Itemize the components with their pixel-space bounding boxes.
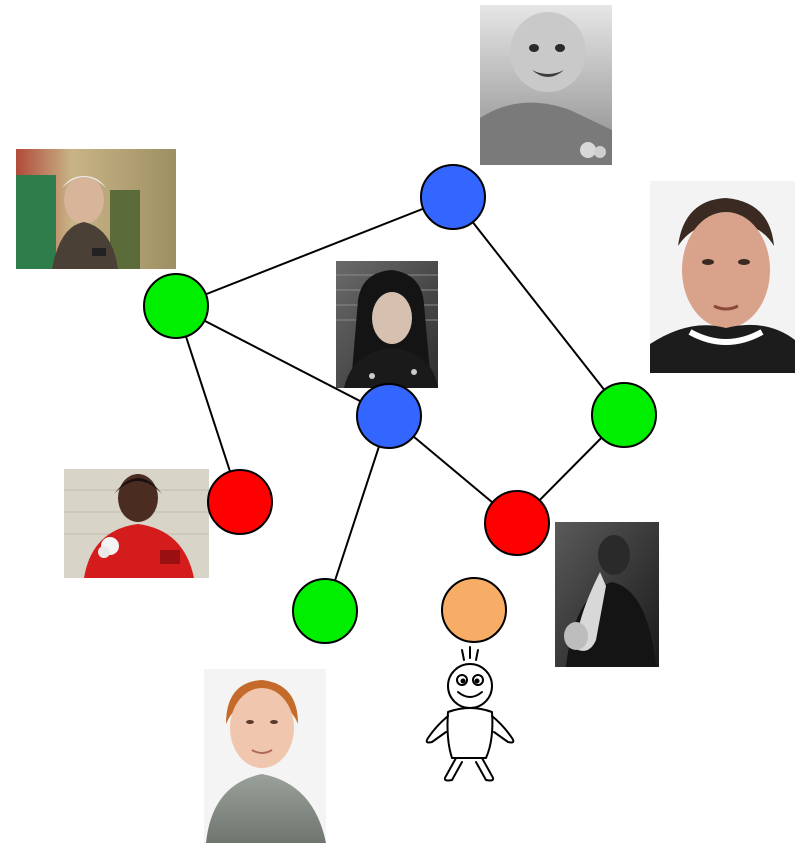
edge-n-top-n-left [175, 196, 454, 307]
node-red-right-low [484, 490, 550, 556]
red-haired-teen-photo [204, 669, 326, 843]
elderly-man-photo [16, 149, 176, 269]
long-haired-man-photo [336, 261, 438, 388]
edge-n-center-n-bottom-left [324, 415, 390, 612]
edge-n-left-n-left-low [175, 305, 241, 503]
node-green-bottom-left [292, 578, 358, 644]
node-blue-top [420, 164, 486, 230]
node-green-right [591, 382, 657, 448]
baby-photo [480, 5, 612, 165]
node-orange-bottom-center [441, 577, 507, 643]
edge-n-top-n-right [452, 196, 625, 416]
edge-n-left-n-center [175, 305, 390, 417]
graph-nodes [143, 164, 657, 644]
node-blue-center [356, 383, 422, 449]
man-portrait-photo [650, 181, 795, 373]
node-red-left-low [207, 469, 273, 535]
woman-red-shirt-photo [64, 469, 209, 578]
saxophonist-photo [555, 522, 659, 667]
cartoon-person-drawing [417, 642, 525, 785]
node-green-left [143, 273, 209, 339]
